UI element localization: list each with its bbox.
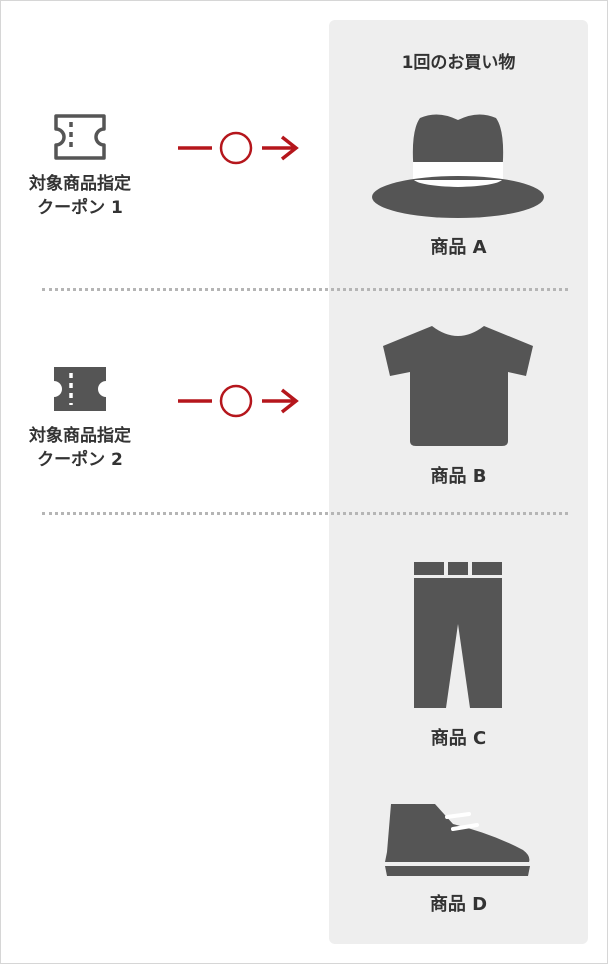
product-d-label: 商品 D bbox=[429, 894, 488, 915]
panel-title: 1回のお買い物 bbox=[401, 53, 516, 73]
product-b-label: 商品 B bbox=[430, 466, 487, 487]
ticket-outline-icon bbox=[54, 114, 106, 160]
ticket-filled-icon bbox=[54, 367, 106, 411]
product-a-label: 商品 A bbox=[430, 237, 487, 258]
boot-icon bbox=[385, 804, 530, 876]
hat-icon bbox=[372, 114, 544, 218]
coupon-2-label: 対象商品指定 クーポン 2 bbox=[10, 424, 150, 472]
coupon-2-line1: 対象商品指定 bbox=[29, 426, 131, 446]
coupon-1-flow-arrow bbox=[178, 131, 299, 165]
coupon-2-flow-arrow bbox=[178, 384, 299, 418]
tshirt-icon bbox=[383, 326, 533, 446]
product-c-label: 商品 C bbox=[430, 728, 487, 749]
divider-2 bbox=[42, 512, 568, 515]
divider-1 bbox=[42, 288, 568, 291]
coupon-1-line2: クーポン 1 bbox=[37, 198, 123, 218]
coupon-1-label: 対象商品指定 クーポン 1 bbox=[10, 172, 150, 220]
pants-icon bbox=[414, 562, 502, 708]
coupon-2-line2: クーポン 2 bbox=[37, 450, 123, 470]
coupon-1-line1: 対象商品指定 bbox=[29, 174, 131, 194]
